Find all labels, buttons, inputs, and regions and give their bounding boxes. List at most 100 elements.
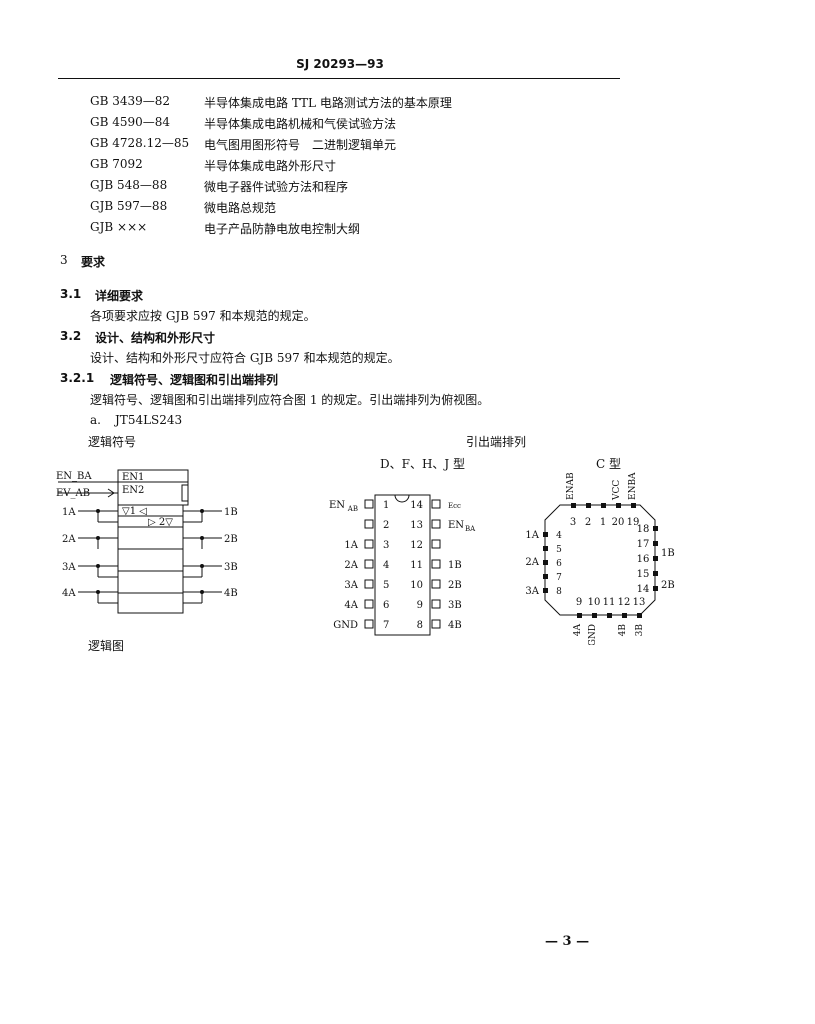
lcc-pin-pad — [543, 532, 548, 537]
lcc-pin-number: 10 — [588, 597, 601, 608]
lcc-pin-number: 15 — [637, 569, 650, 580]
lcc-pin-number: 12 — [618, 597, 631, 608]
buffer-box — [117, 548, 184, 572]
lcc-pin-pad — [543, 560, 548, 565]
lcc-pin-number: 11 — [603, 597, 616, 608]
lcc-pin-number: 7 — [556, 573, 562, 583]
lcc-pin-number: 1 — [600, 517, 606, 528]
dip-pin-number: 4 — [383, 560, 389, 571]
list-item-label: a. — [90, 413, 101, 427]
dip-pin-pad — [431, 579, 441, 589]
a-pin-label: 2A — [62, 534, 76, 545]
dip-pin-pad — [364, 519, 374, 529]
dip-pin-number: 2 — [383, 520, 389, 531]
ref-title: 半导体集成电路机械和气侯试验方法 — [204, 117, 397, 131]
dip-pin-pad — [364, 539, 374, 549]
box-label: EN1 — [122, 472, 144, 483]
lcc-pin-name: 4A — [573, 624, 583, 637]
dip-pin-number: 14 — [410, 500, 423, 511]
lcc-pin-name: ENAB — [566, 472, 576, 500]
lcc-pin-name: 3B — [635, 624, 645, 637]
dip-pin-name: 1A — [344, 540, 358, 551]
dip-pin-name: EN — [329, 500, 345, 511]
box-label: EN2 — [122, 485, 144, 496]
lcc-pin-number: 14 — [637, 584, 650, 595]
lcc-pin-pad — [592, 613, 597, 618]
logic-symbol-label: 逻辑符号 — [88, 435, 137, 449]
ref-code: GB 4728.12—85 — [90, 136, 190, 150]
lcc-pin-pad — [653, 526, 658, 531]
dip-type-label: D、F、H、J 型 — [380, 457, 466, 471]
dip-pin-number: 1 — [383, 500, 389, 511]
dip-pin-name-sub: BA — [465, 525, 476, 533]
section-number: 3.2.1 — [60, 371, 95, 385]
box-label: ▽1 ◁ — [122, 506, 147, 517]
part-number: JT54LS243 — [115, 413, 183, 427]
lcc-pin-number: 16 — [637, 554, 650, 565]
section-number: 3 — [60, 253, 68, 267]
lcc-type-label: C 型 — [596, 457, 621, 471]
lcc-pin-number: 5 — [556, 545, 562, 555]
dip-pin-number: 5 — [383, 580, 389, 591]
lcc-pin-number: 13 — [633, 597, 646, 608]
lcc-pin-name: VCC — [612, 480, 622, 501]
dip-pin-pad — [431, 559, 441, 569]
doc-number-header: SJ 20293—93 — [296, 57, 384, 71]
lcc-pin-pad — [543, 546, 548, 551]
lcc-pin-number: 18 — [637, 524, 650, 535]
section-title: 逻辑符号、逻辑图和引出端排列 — [110, 373, 279, 387]
lcc-pin-pad — [653, 541, 658, 546]
dip-pin-name: 2A — [344, 560, 358, 571]
ref-code: GJB 548—88 — [90, 178, 168, 192]
section-number: 3.2 — [60, 329, 82, 343]
a-pin-label: 3A — [62, 562, 76, 573]
dip-pin-name: 4A — [344, 600, 358, 611]
dip-pin-pad — [364, 579, 374, 589]
lcc-pin-pad — [653, 556, 658, 561]
dip-pin-number: 9 — [417, 600, 423, 611]
buffer-box — [117, 570, 184, 594]
input-label: EN_BA — [56, 471, 92, 482]
lcc-pin-name: 4B — [618, 624, 628, 637]
lcc-pin-number: 8 — [556, 587, 562, 597]
page-number: — 3 — — [545, 934, 590, 949]
dip-pin-number: 11 — [410, 560, 423, 571]
dip-pin-pad — [364, 619, 374, 629]
buffer-box — [117, 526, 184, 550]
lcc-pin-pad — [637, 613, 642, 618]
dip-pin-pad — [431, 619, 441, 629]
lcc-pin-name: 2B — [661, 580, 675, 591]
ref-code: GB 7092 — [90, 157, 143, 171]
lcc-pin-number: 9 — [576, 597, 582, 608]
b-pin-label: 2B — [224, 534, 238, 545]
lcc-pin-pad — [653, 571, 658, 576]
dip-pin-pad — [431, 519, 441, 529]
lcc-pin-name: 1B — [661, 548, 675, 559]
lcc-pin-name: 1A — [525, 530, 539, 541]
lcc-pin-number: 4 — [556, 531, 562, 541]
lcc-pin-pad — [631, 503, 636, 508]
a-pin-label: 4A — [62, 588, 76, 599]
dip-pin-pad — [431, 599, 441, 609]
dip-pin-name: 2B — [448, 580, 462, 591]
ref-title: 微电路总规范 — [204, 201, 277, 215]
section-number: 3.1 — [60, 287, 82, 301]
pinout-title: 引出端排列 — [466, 435, 527, 449]
lcc-pin-pad — [586, 503, 591, 508]
lcc-pin-number: 19 — [627, 517, 640, 528]
section-body: 各项要求应按 GJB 597 和本规范的规定。 — [90, 309, 316, 323]
ref-title: 半导体集成电路外形尺寸 — [204, 159, 337, 173]
dip-pin-number: 3 — [383, 540, 389, 551]
dip-pin-name: 3B — [448, 600, 462, 611]
dip-pin-name: 3A — [344, 580, 358, 591]
dip-pin-name: EN — [448, 520, 464, 531]
lcc-pin-pad — [543, 574, 548, 579]
lcc-pin-number: 6 — [556, 559, 562, 569]
dip-pin-name: Ecc — [448, 502, 461, 510]
dip-pin-pad — [364, 499, 374, 509]
dip-pin-number: 7 — [383, 620, 389, 631]
lcc-pin-name: 3A — [525, 586, 539, 597]
box-label: ▷ 2▽ — [148, 517, 173, 528]
